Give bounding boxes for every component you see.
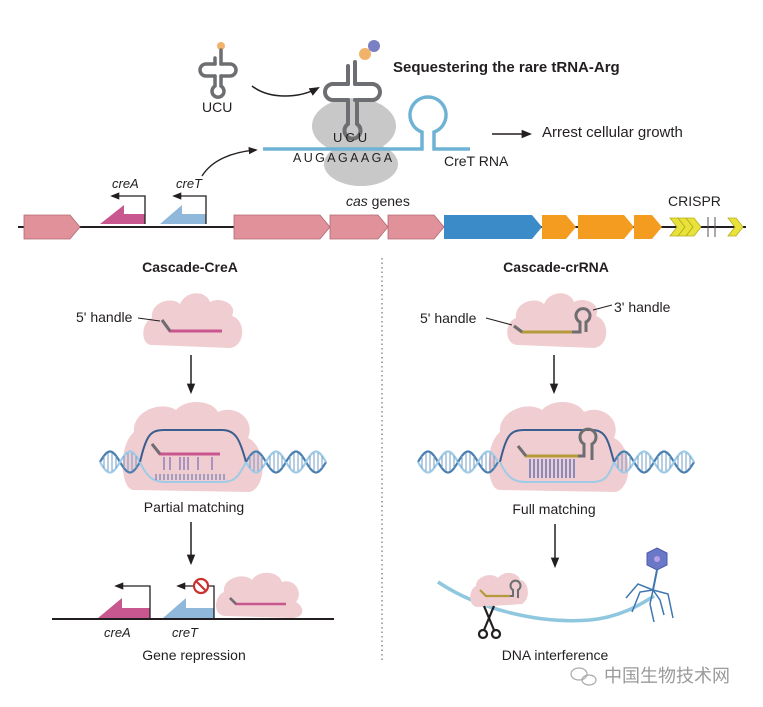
- leader-5-handle-left: [137, 317, 161, 322]
- left-panel-title: Cascade-CreA: [142, 259, 238, 275]
- wechat-icon: [570, 667, 597, 686]
- crea-label: creA: [112, 176, 139, 191]
- gene-upstream: [23, 214, 81, 240]
- cascade-crrna-complex: [507, 293, 607, 348]
- blocked-icon: [192, 577, 210, 595]
- crrna-5-handle: [513, 324, 523, 334]
- outcome-label: Arrest cellular growth: [542, 124, 683, 141]
- target-strand-right: [499, 461, 615, 483]
- cas-gene-7: [634, 215, 662, 239]
- crispr-array: [669, 217, 744, 237]
- right-panel-title: Cascade-crRNA: [503, 259, 609, 275]
- full-matching-label: Full matching: [512, 501, 595, 517]
- cas-genes-label: cas genes: [346, 193, 410, 209]
- repression-cret-label: creT: [172, 625, 199, 640]
- cas-gene-6: [578, 215, 634, 239]
- repression-crea-gene: [98, 598, 150, 618]
- cascade-crea-complex: [143, 293, 243, 348]
- repressor-handle: [229, 597, 237, 605]
- right-5-handle-label: 5' handle: [420, 310, 477, 326]
- cret-promoter-arrow: [172, 192, 207, 224]
- repression-cret-gene: [163, 598, 214, 618]
- phage-dna: [437, 580, 655, 623]
- left-5-handle-label: 5' handle: [76, 309, 133, 325]
- cascade-crea-repressor: [216, 572, 303, 618]
- trna-free-icon: [198, 42, 238, 99]
- crea-handle-bound: [150, 443, 162, 455]
- dna-helix-right-a: [416, 450, 460, 474]
- repression-crea-arrow: [114, 582, 151, 618]
- cascade-crrna-bound: [488, 401, 629, 492]
- partial-matching-label: Partial matching: [144, 499, 244, 515]
- cascade-crea-bound: [122, 401, 263, 492]
- cas-gene-1: [233, 214, 331, 240]
- target-strand-left: [139, 461, 247, 483]
- leader-5-handle-right: [485, 317, 513, 326]
- crrna-bound-hairpin: [578, 427, 598, 460]
- crrna-3-handle-hairpin: [572, 307, 592, 334]
- cret-rna: [263, 95, 470, 151]
- gene-repression-label: Gene repression: [142, 647, 246, 663]
- partial-base-pairs: [163, 457, 213, 470]
- crea-promoter-arrow: [110, 192, 146, 224]
- full-base-pairs: [529, 459, 575, 478]
- leader-3-handle: [592, 304, 613, 311]
- cleaving-hairpin: [509, 579, 522, 598]
- bacteriophage-icon: [625, 547, 674, 623]
- dna-interference-label: DNA interference: [502, 647, 609, 663]
- crea-5-handle: [160, 319, 172, 332]
- crea-gene: [100, 205, 145, 224]
- trna-free-label: UCU: [202, 99, 232, 115]
- codon-sequence: AUGAGAAGA: [293, 151, 394, 165]
- anticodon-label: UCU: [333, 130, 370, 145]
- cleaving-spacer: [479, 589, 510, 598]
- cas-gene-5: [542, 215, 576, 239]
- cas-gene-3: [387, 214, 445, 240]
- crispr-label: CRISPR: [668, 193, 721, 209]
- right-3-handle-label: 3' handle: [614, 299, 671, 315]
- repression-crea-label: creA: [104, 625, 131, 640]
- displaced-strand-right: [499, 429, 615, 463]
- title-sequestering: Sequestering the rare tRNA-Arg: [393, 59, 620, 76]
- target-bases-left: [155, 474, 225, 480]
- arrow-cret-to-rna: [201, 146, 258, 177]
- dna-helix-right-d: [652, 450, 696, 474]
- cas-gene-4: [444, 215, 542, 239]
- cas-gene-2: [329, 214, 389, 240]
- crrna-bound-handle: [516, 445, 528, 457]
- watermark-text: 中国生物技术网: [604, 666, 730, 687]
- cret-gene: [160, 205, 206, 224]
- cret-label: creT: [176, 176, 203, 191]
- scissors-icon: [477, 605, 502, 640]
- cret-rna-label: CreT RNA: [444, 153, 509, 169]
- dna-helix-left-c: [284, 450, 328, 474]
- ribosome: [312, 98, 398, 186]
- arrow-trna-to-ribosome: [251, 85, 320, 97]
- trna-bound-icon: [323, 40, 382, 141]
- displaced-strand-left: [139, 429, 247, 463]
- repression-cret-arrow: [176, 582, 215, 618]
